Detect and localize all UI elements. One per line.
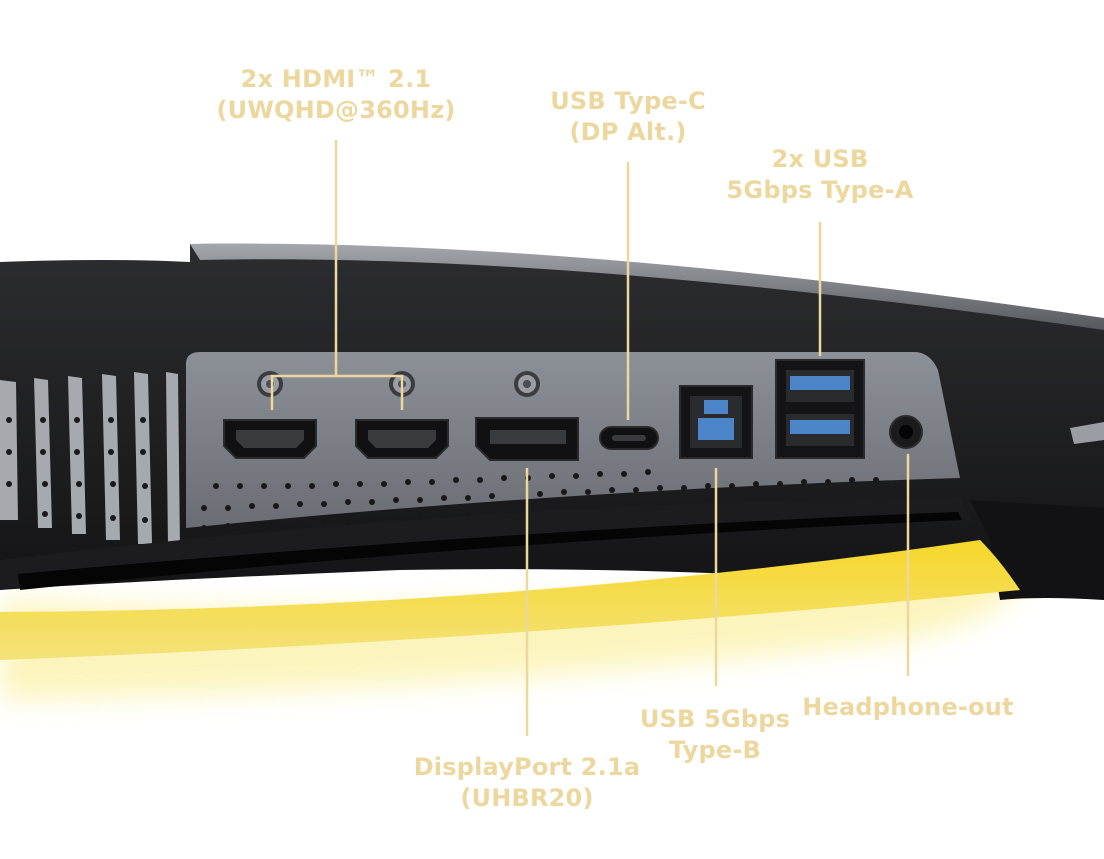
usb-b-label-line1: USB 5Gbps	[639, 705, 791, 733]
displayport-icon	[475, 417, 579, 461]
rgb-light-bar	[0, 540, 1020, 660]
usb-c-label-line1: USB Type-C	[550, 87, 706, 115]
hdmi-callout-label: 2x HDMI™ 2.1 (UWQHD@360Hz)	[196, 64, 476, 126]
usb-b-label-line2: Type-B	[668, 736, 762, 764]
hdmi-label-line2: (UWQHD@360Hz)	[216, 96, 456, 124]
lower-rim	[0, 498, 970, 590]
usb-a-port-icon	[775, 359, 865, 459]
usb-c-port-icon	[599, 426, 659, 450]
usb-a-label-line1: 2x USB	[771, 145, 869, 173]
displayport-callout-label: DisplayPort 2.1a (UHBR20)	[402, 752, 652, 814]
headphone-jack-icon	[889, 415, 923, 449]
usb-b-port-icon	[679, 385, 753, 459]
hdmi-label-line1: 2x HDMI™ 2.1	[240, 65, 432, 93]
displayport-label-line2: (UHBR20)	[460, 784, 594, 812]
usb-a-callout-label: 2x USB 5Gbps Type-A	[700, 144, 940, 206]
usb-c-label-line2: (DP Alt.)	[569, 118, 687, 146]
usb-a-label-line2: 5Gbps Type-A	[726, 176, 914, 204]
usb-b-callout-label: USB 5Gbps Type-B	[620, 704, 810, 766]
hdmi-port-icon	[223, 419, 449, 459]
usb-c-callout-label: USB Type-C (DP Alt.)	[518, 86, 738, 148]
headphone-callout-label: Headphone-out	[800, 692, 1016, 723]
left-vent-grille	[0, 372, 180, 548]
side-slot	[1070, 422, 1104, 444]
callout-lines	[270, 140, 910, 736]
headphone-label-line1: Headphone-out	[802, 693, 1014, 721]
displayport-label-line1: DisplayPort 2.1a	[413, 753, 641, 781]
monitor-top-edge	[190, 243, 1104, 330]
rim-slot	[18, 512, 962, 590]
